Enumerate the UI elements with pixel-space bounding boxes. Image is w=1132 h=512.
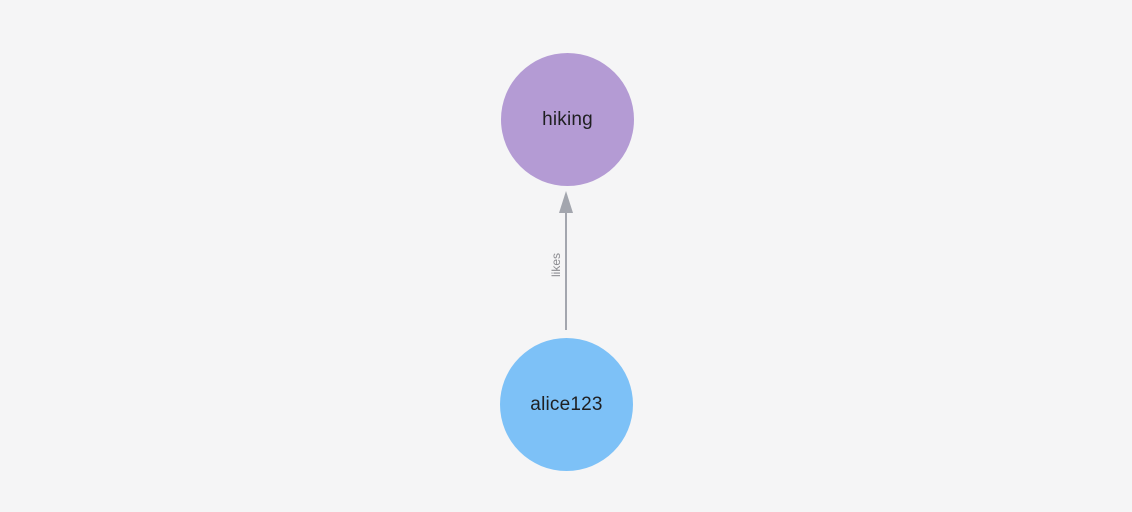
node-alice123[interactable]: alice123 — [500, 338, 633, 471]
edge-label-likes: likes — [549, 253, 563, 278]
node-hiking-label: hiking — [542, 108, 593, 130]
node-alice123-label: alice123 — [530, 393, 603, 415]
arrowhead-icon — [559, 191, 573, 213]
node-hiking[interactable]: hiking — [501, 53, 634, 186]
edge-line — [565, 212, 567, 330]
